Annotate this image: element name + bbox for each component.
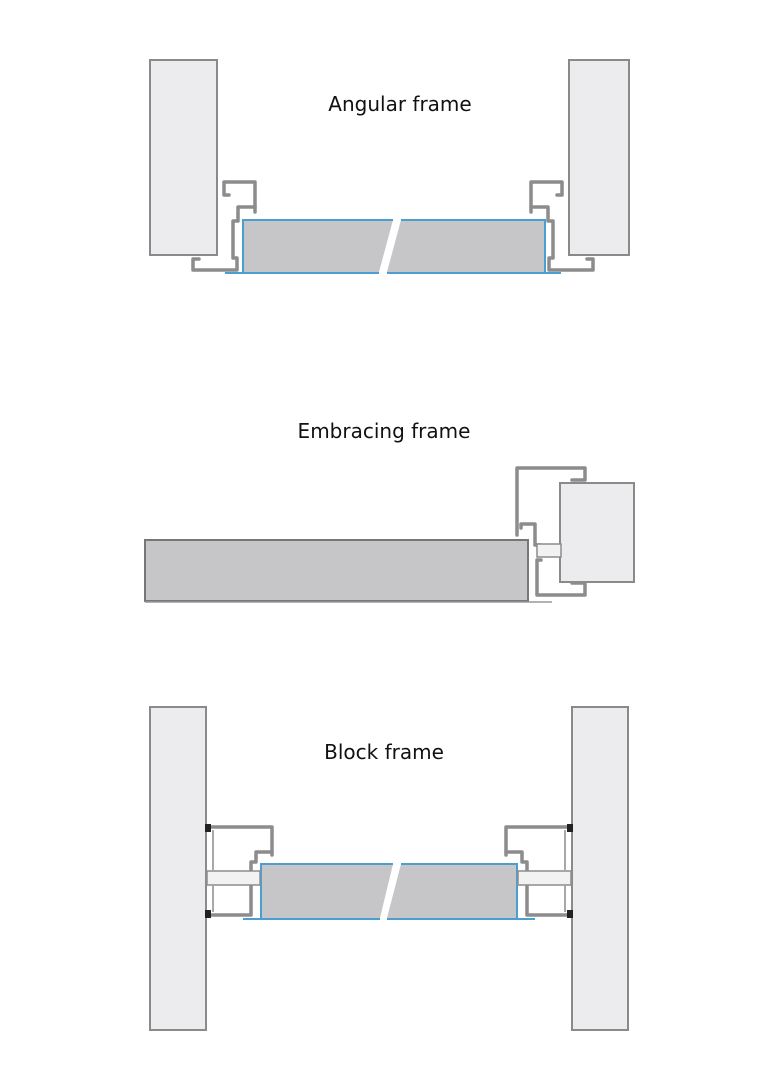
leaf-edge — [242, 219, 546, 272]
block-profile-right — [504, 824, 573, 918]
right-wall — [568, 59, 630, 256]
right-wall — [571, 706, 629, 1031]
angular-profile-left — [191, 180, 257, 272]
angular-frame-title: Angular frame — [328, 92, 472, 116]
leaf-edge — [260, 863, 518, 918]
door-leaf-left-part — [243, 220, 393, 272]
door-leaf-right-part — [387, 220, 545, 272]
block-profile-left — [205, 824, 274, 918]
embracing-frame-title: Embracing frame — [297, 419, 471, 443]
block-frame-title: Block frame — [324, 740, 444, 764]
angular-profile-right — [529, 180, 595, 272]
door-leaf-left-part — [261, 864, 393, 918]
block-frame-diagram — [149, 706, 629, 1031]
left-wall — [149, 706, 207, 1031]
left-wall — [149, 59, 218, 256]
wall — [559, 482, 635, 583]
embracing-frame-diagram — [144, 466, 635, 603]
angular-frame-diagram — [149, 59, 630, 274]
embracing-profile — [515, 466, 587, 597]
door-leaf-right-part — [387, 864, 517, 918]
door-leaf — [144, 539, 529, 602]
